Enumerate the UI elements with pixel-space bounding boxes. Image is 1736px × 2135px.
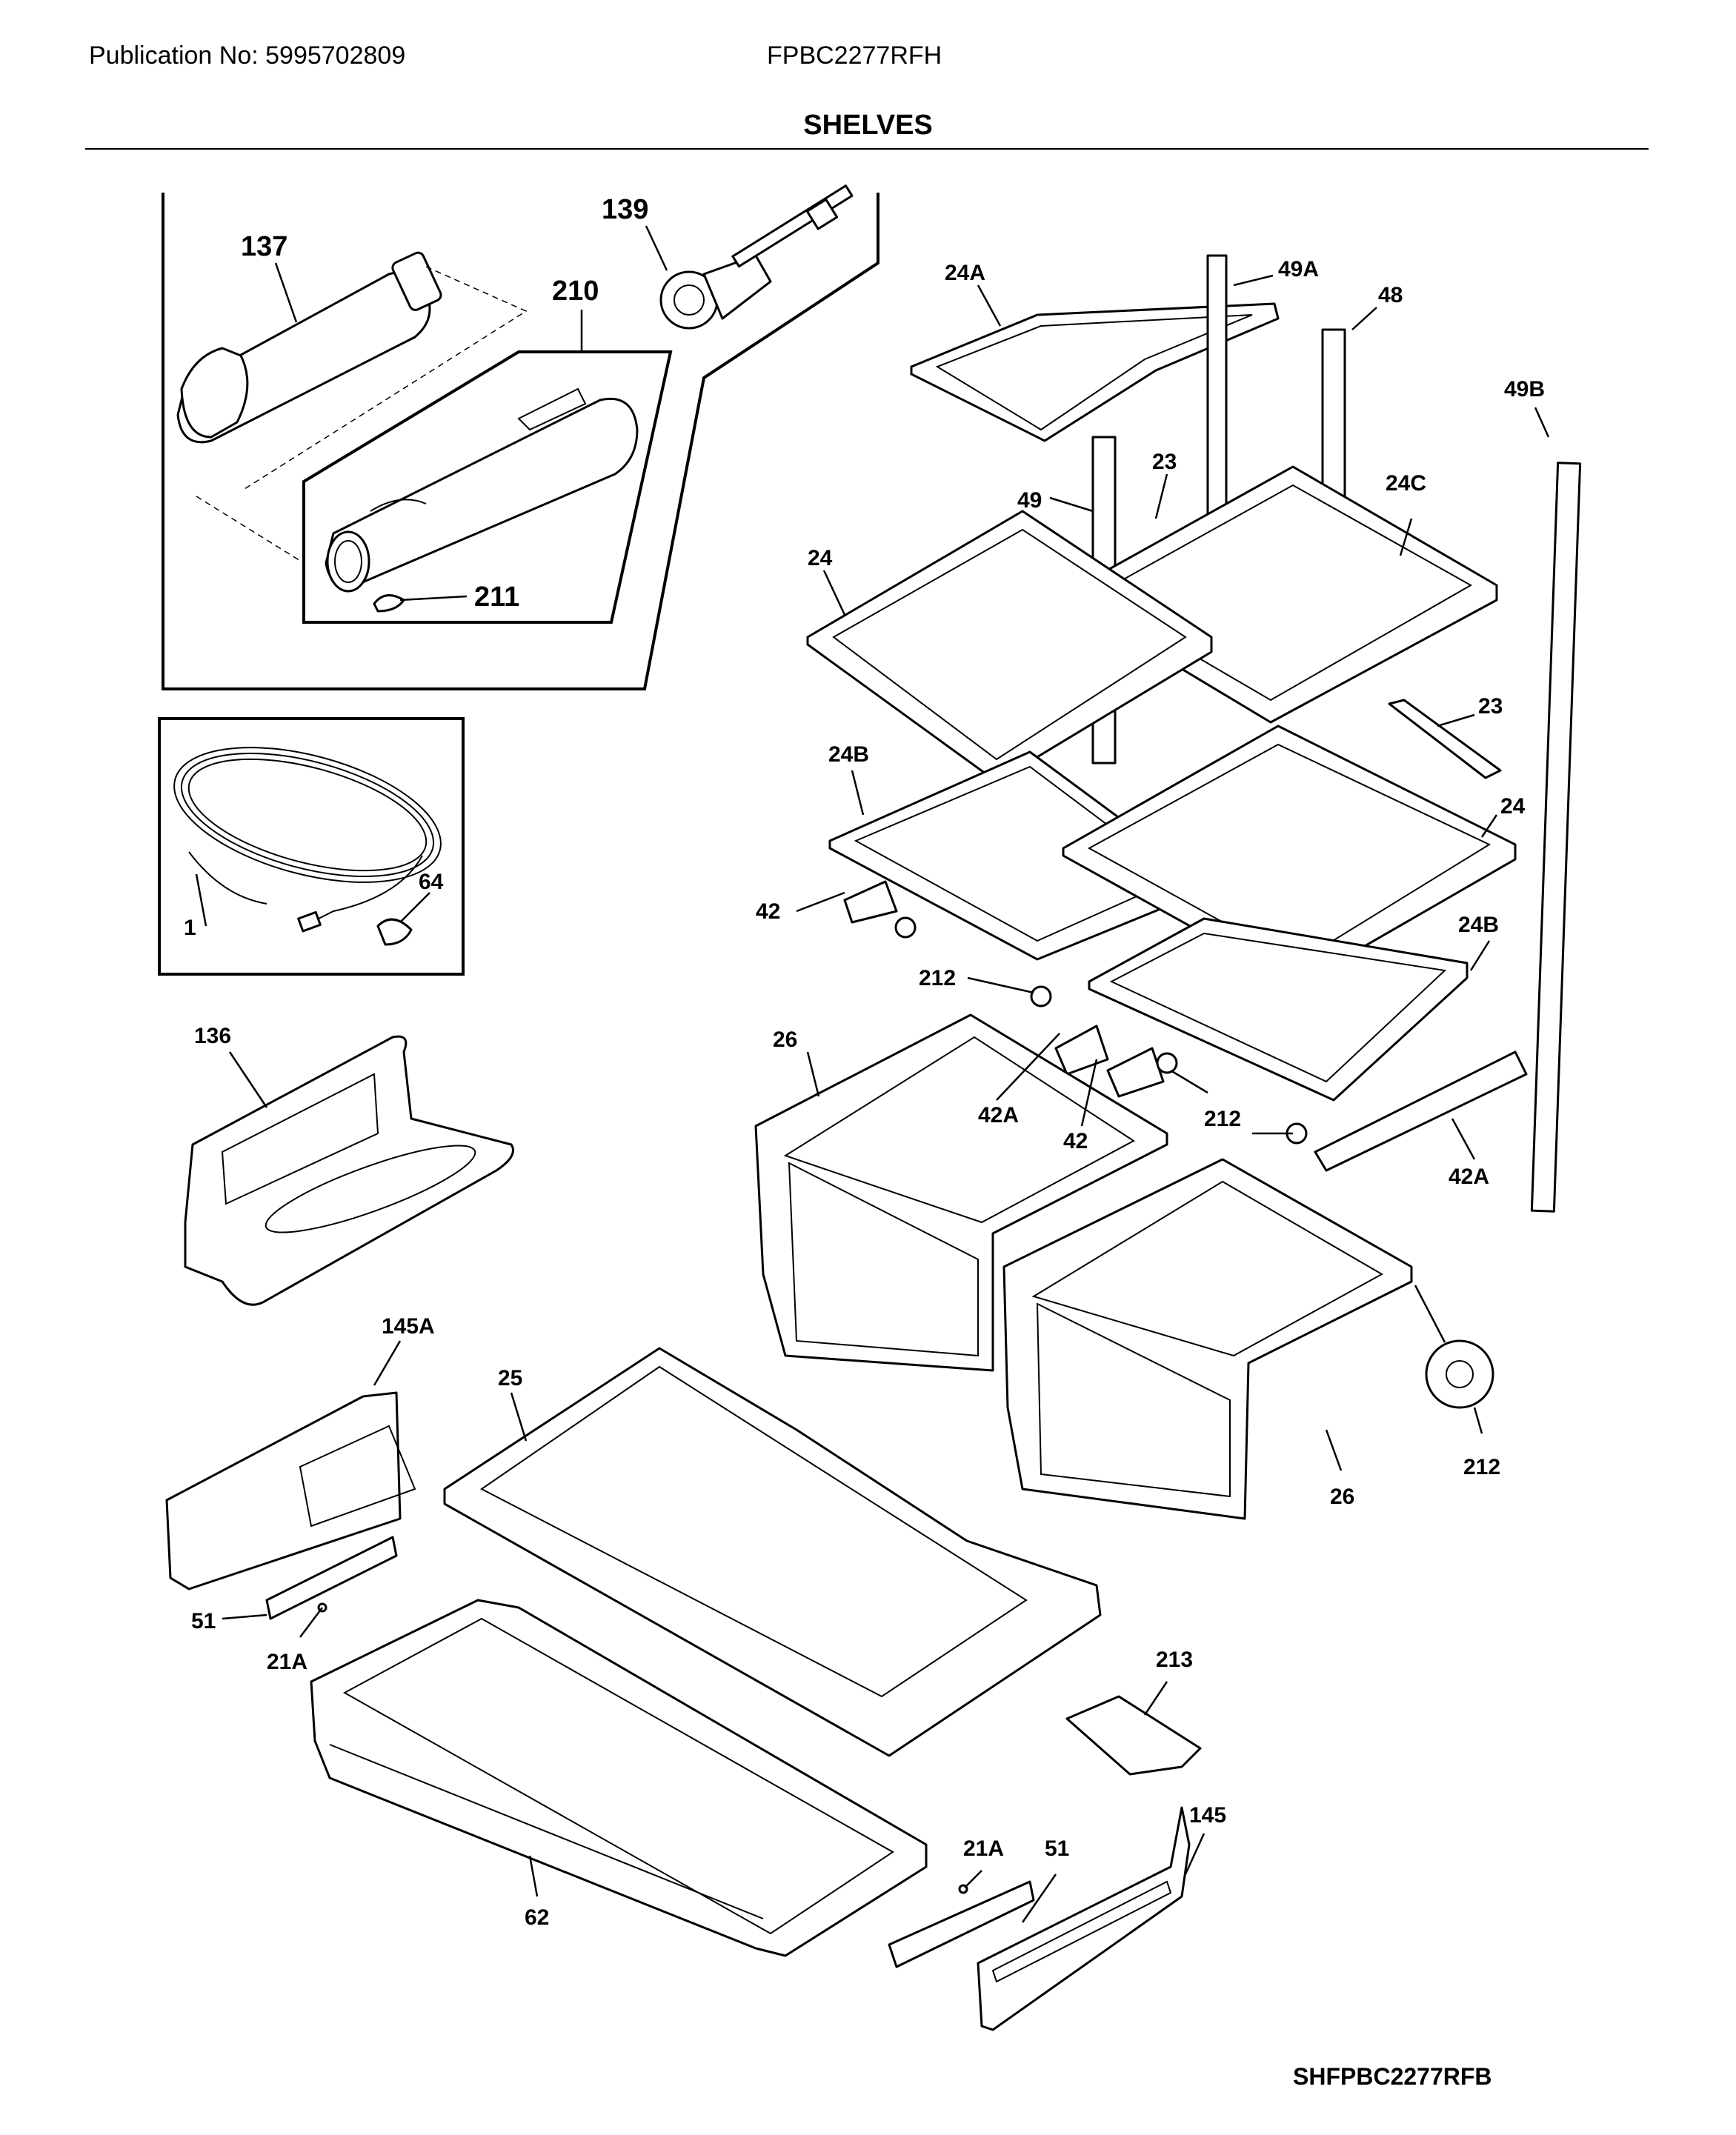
part-212-roller-a	[894, 916, 917, 939]
diagram-code: SHFPBC2277RFB	[1293, 2063, 1492, 2090]
label-210: 210	[552, 276, 599, 307]
publication-number: Publication No: 5995702809	[89, 41, 406, 70]
part-62-freezer-pan	[310, 1599, 928, 1957]
label-21A-right: 21A	[963, 1836, 1004, 1861]
part-213-clip	[1065, 1695, 1202, 1776]
label-24-right: 24	[1500, 794, 1526, 819]
label-51-right: 51	[1045, 1836, 1069, 1861]
label-24B-right: 24B	[1458, 913, 1499, 937]
label-145: 145	[1189, 1803, 1226, 1828]
label-145A: 145A	[382, 1314, 435, 1339]
part-number-labels: 137 139 210 211 1 64 136 24A 49A 48 49B …	[184, 194, 1545, 1930]
label-24-left: 24	[808, 546, 833, 570]
label-212-left: 212	[919, 966, 956, 990]
label-42A-left: 42A	[978, 1103, 1019, 1128]
label-24C: 24C	[1386, 471, 1426, 496]
part-51-slide-left	[265, 1536, 398, 1620]
part-24A-shelf	[910, 254, 1280, 539]
label-25: 25	[498, 1366, 522, 1390]
part-145-bracket	[977, 1806, 1191, 2031]
label-137: 137	[241, 231, 287, 262]
part-212-roller-b	[1030, 985, 1052, 1007]
part-26-drawer-right	[1002, 1158, 1413, 1520]
part-51-slide-right	[888, 1880, 1035, 1968]
label-24A: 24A	[945, 261, 985, 285]
label-212-right: 212	[1463, 1455, 1500, 1479]
part-42A-bracket-a	[1054, 1025, 1109, 1076]
label-42A-right: 42A	[1449, 1165, 1489, 1189]
water-tubing-inset	[158, 717, 465, 976]
label-49B: 49B	[1504, 377, 1545, 402]
part-23-bracket	[1388, 699, 1502, 779]
label-211: 211	[474, 582, 519, 613]
part-139-filter-head	[659, 184, 854, 330]
part-26-drawer-left	[754, 1013, 1168, 1372]
part-42-bracket-b	[1106, 1047, 1165, 1098]
model-number: FPBC2277RFH	[767, 41, 942, 70]
part-210-filter-housing	[325, 387, 639, 593]
label-1: 1	[184, 916, 196, 940]
label-64: 64	[419, 870, 444, 894]
part-49B-rail	[1530, 462, 1582, 1213]
part-212-roller-c	[1156, 1052, 1178, 1074]
header-divider	[85, 148, 1649, 150]
water-filter-inset	[162, 193, 879, 690]
label-23-right: 23	[1478, 694, 1503, 719]
label-51-left: 51	[191, 1609, 216, 1633]
part-136-bin-cover	[184, 1035, 514, 1306]
label-139: 139	[602, 194, 648, 225]
label-42-middle: 42	[1063, 1129, 1088, 1153]
part-145A-bracket	[165, 1391, 416, 1591]
part-137-filter-cartridge	[176, 251, 528, 564]
label-212-middle: 212	[1204, 1107, 1241, 1131]
part-24B-shelf-right	[1088, 917, 1469, 1102]
label-21A-left: 21A	[267, 1650, 307, 1674]
label-26-left: 26	[773, 1027, 797, 1052]
part-24-shelf-left	[806, 510, 1213, 783]
label-62: 62	[525, 1905, 549, 1930]
part-42-bracket-a	[843, 880, 898, 924]
label-49: 49	[1017, 488, 1042, 513]
part-212-roller-e-hub	[1446, 1360, 1474, 1388]
part-25-crisper-cover	[443, 1347, 1102, 1757]
label-49A: 49A	[1278, 257, 1319, 282]
label-48: 48	[1378, 283, 1403, 307]
label-23-top: 23	[1152, 450, 1177, 474]
label-136: 136	[194, 1024, 231, 1048]
label-24B-left: 24B	[828, 742, 869, 767]
leader-lines	[195, 225, 1550, 1923]
page-title: SHELVES	[803, 110, 933, 141]
label-213: 213	[1156, 1648, 1193, 1672]
part-212-roller-e	[1425, 1339, 1494, 1409]
part-42A-bracket-b	[1314, 1050, 1528, 1172]
label-26-right: 26	[1330, 1485, 1354, 1509]
part-211-clip	[373, 594, 405, 613]
label-42-left: 42	[756, 899, 780, 924]
